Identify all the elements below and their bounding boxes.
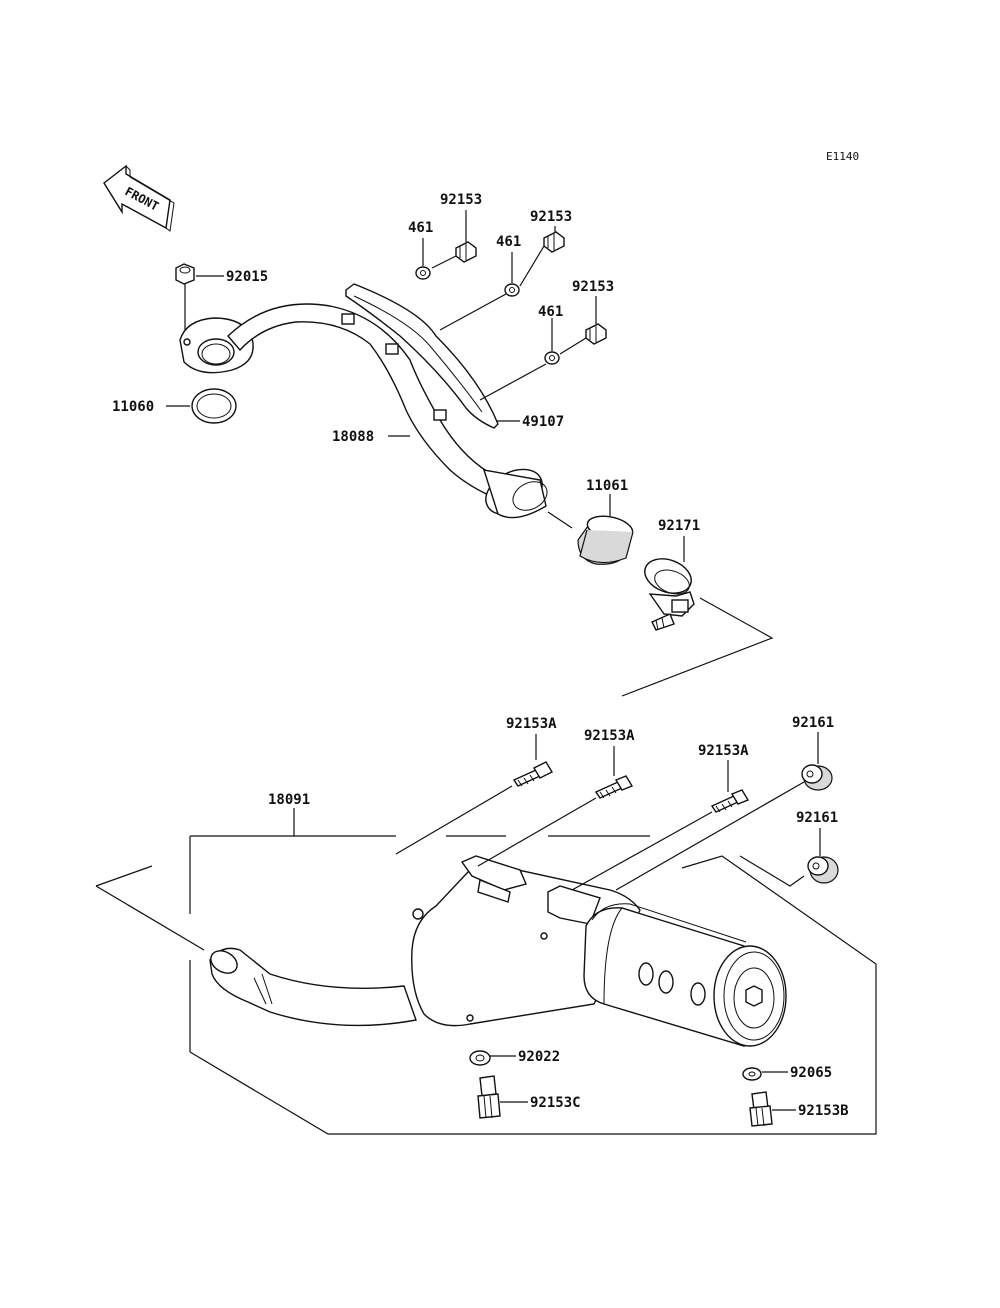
label-92153-c: 92153	[572, 279, 614, 295]
label-92153A-a: 92153A	[506, 716, 557, 732]
bolt-92153C	[477, 1075, 501, 1119]
label-92153A-c: 92153A	[698, 743, 749, 759]
label-92161-b: 92161	[796, 810, 838, 826]
washer-92065	[742, 1067, 762, 1081]
label-18088: 18088	[332, 429, 374, 445]
heat-guard-49107	[341, 283, 499, 429]
front-arrow-icon: FRONT	[103, 164, 175, 232]
label-49107: 49107	[522, 414, 564, 430]
damper-92161-b	[807, 856, 839, 884]
diagram-code: E1140	[826, 150, 859, 163]
washer-461-c	[544, 351, 560, 365]
label-92065: 92065	[790, 1065, 832, 1081]
washer-461-a	[415, 266, 431, 280]
label-461-c: 461	[538, 304, 563, 320]
washer-92022	[469, 1050, 491, 1066]
label-18091: 18091	[268, 792, 310, 808]
gasket-11060	[191, 388, 237, 424]
gasket-11061	[577, 515, 634, 565]
label-461-b: 461	[496, 234, 521, 250]
label-92015: 92015	[226, 269, 268, 285]
clamp-92171	[644, 558, 695, 631]
bolt-92153-a	[455, 241, 477, 263]
exhaust-pipe-18088	[179, 303, 548, 519]
label-92171: 92171	[658, 518, 700, 534]
bolt-92153A-b	[594, 775, 634, 799]
bolt-92153-c	[585, 323, 607, 345]
bolt-92153A-c	[710, 789, 750, 813]
label-11061: 11061	[586, 478, 628, 494]
label-11060: 11060	[112, 399, 154, 415]
bolt-92153B	[749, 1091, 773, 1127]
damper-92161-a	[801, 764, 833, 791]
label-461-a: 461	[408, 220, 433, 236]
label-92153B: 92153B	[798, 1103, 849, 1119]
label-92161-a: 92161	[792, 715, 834, 731]
label-92153-b: 92153	[530, 209, 572, 225]
muffler-18091	[209, 855, 787, 1047]
label-92022: 92022	[518, 1049, 560, 1065]
label-92153C: 92153C	[530, 1095, 581, 1111]
bolt-92153A-a	[512, 761, 553, 787]
label-92153-a: 92153	[440, 192, 482, 208]
nut-92015	[175, 263, 195, 285]
label-92153A-b: 92153A	[584, 728, 635, 744]
washer-461-b	[504, 283, 520, 297]
bolt-92153-b	[543, 231, 565, 253]
